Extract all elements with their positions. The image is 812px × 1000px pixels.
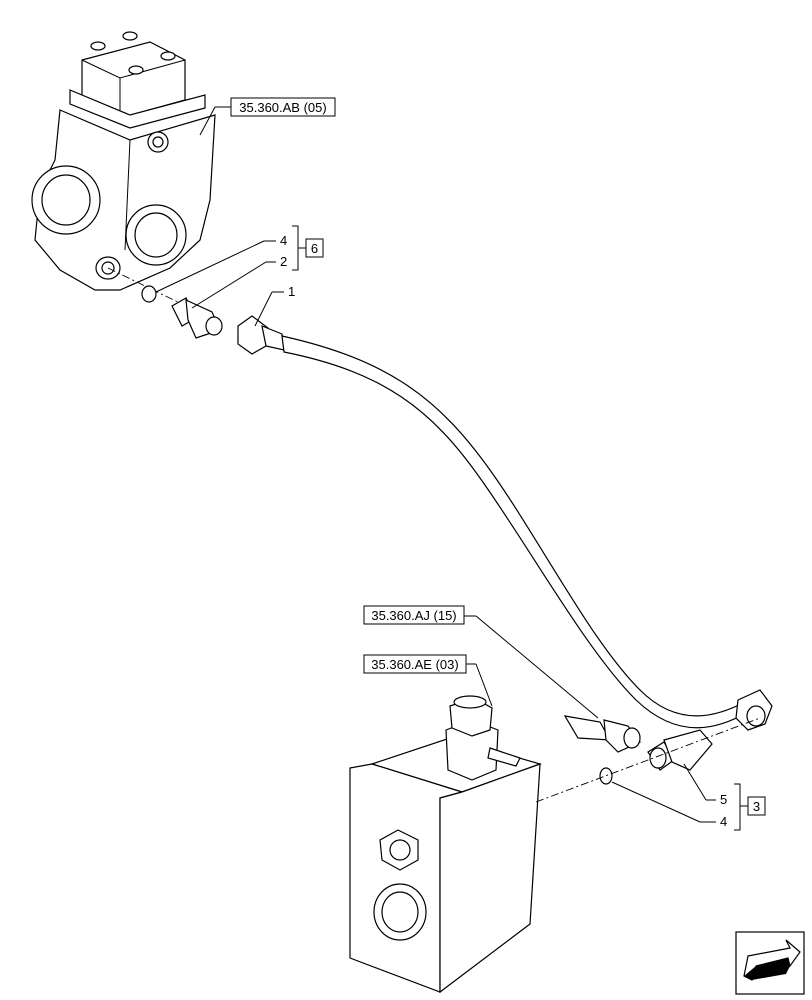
leader-5-b: [683, 763, 707, 801]
lower-valve-block: [349, 695, 542, 994]
kit-box-top[interactable]: 6: [305, 238, 324, 258]
callout-item-5[interactable]: 5: [720, 792, 727, 807]
svg-text:2: 2: [280, 254, 287, 269]
leader-line-lower-ref-2: [475, 663, 493, 707]
svg-text:3: 3: [753, 799, 760, 814]
centerline-bottom: [535, 717, 761, 803]
next-page-arrow-icon[interactable]: [735, 931, 805, 995]
hose-end-elbow-bottom: [735, 689, 773, 731]
svg-text:35.360.AE (03): 35.360.AE (03): [371, 657, 458, 672]
reference-label-top-valve[interactable]: 35.360.AB (05): [230, 97, 336, 117]
svg-text:1: 1: [288, 284, 295, 299]
o-ring-bottom: [599, 767, 613, 785]
callout-item-4-top[interactable]: 4: [280, 233, 287, 248]
adapter-fitting-bottom: [647, 729, 713, 771]
svg-text:5: 5: [720, 792, 727, 807]
kit-bracket-top: [292, 225, 299, 271]
leader-2-b: [191, 261, 267, 309]
svg-text:35.360.AB (05): 35.360.AB (05): [239, 100, 326, 115]
adapter-fitting-top: [171, 297, 223, 339]
svg-text:35.360.AJ (15): 35.360.AJ (15): [371, 608, 456, 623]
leader-line-hose-ref-2: [475, 615, 599, 719]
hydraulic-hose: [281, 335, 749, 729]
o-ring-top: [141, 285, 157, 303]
reference-label-lower-valve[interactable]: 35.360.AE (03): [363, 654, 467, 674]
callout-item-1[interactable]: 1: [288, 284, 295, 299]
callout-item-4-bottom[interactable]: 4: [720, 814, 727, 829]
leader-line-top-ref-2: [199, 106, 216, 136]
kit-box-bottom[interactable]: 3: [747, 796, 766, 816]
callout-item-2[interactable]: 2: [280, 254, 287, 269]
kit-bracket-bottom: [734, 783, 741, 831]
leader-4-top-b: [155, 240, 265, 293]
leader-1-b: [254, 291, 273, 327]
top-control-valve: [31, 31, 216, 291]
hose-fitting-lower: [563, 715, 641, 753]
leader-4-bottom-b: [611, 781, 701, 823]
svg-text:4: 4: [280, 233, 287, 248]
svg-text:6: 6: [311, 241, 318, 256]
hose-nut-top: [237, 315, 285, 355]
svg-text:4: 4: [720, 814, 727, 829]
reference-label-hose-fitting[interactable]: 35.360.AJ (15): [363, 605, 465, 625]
